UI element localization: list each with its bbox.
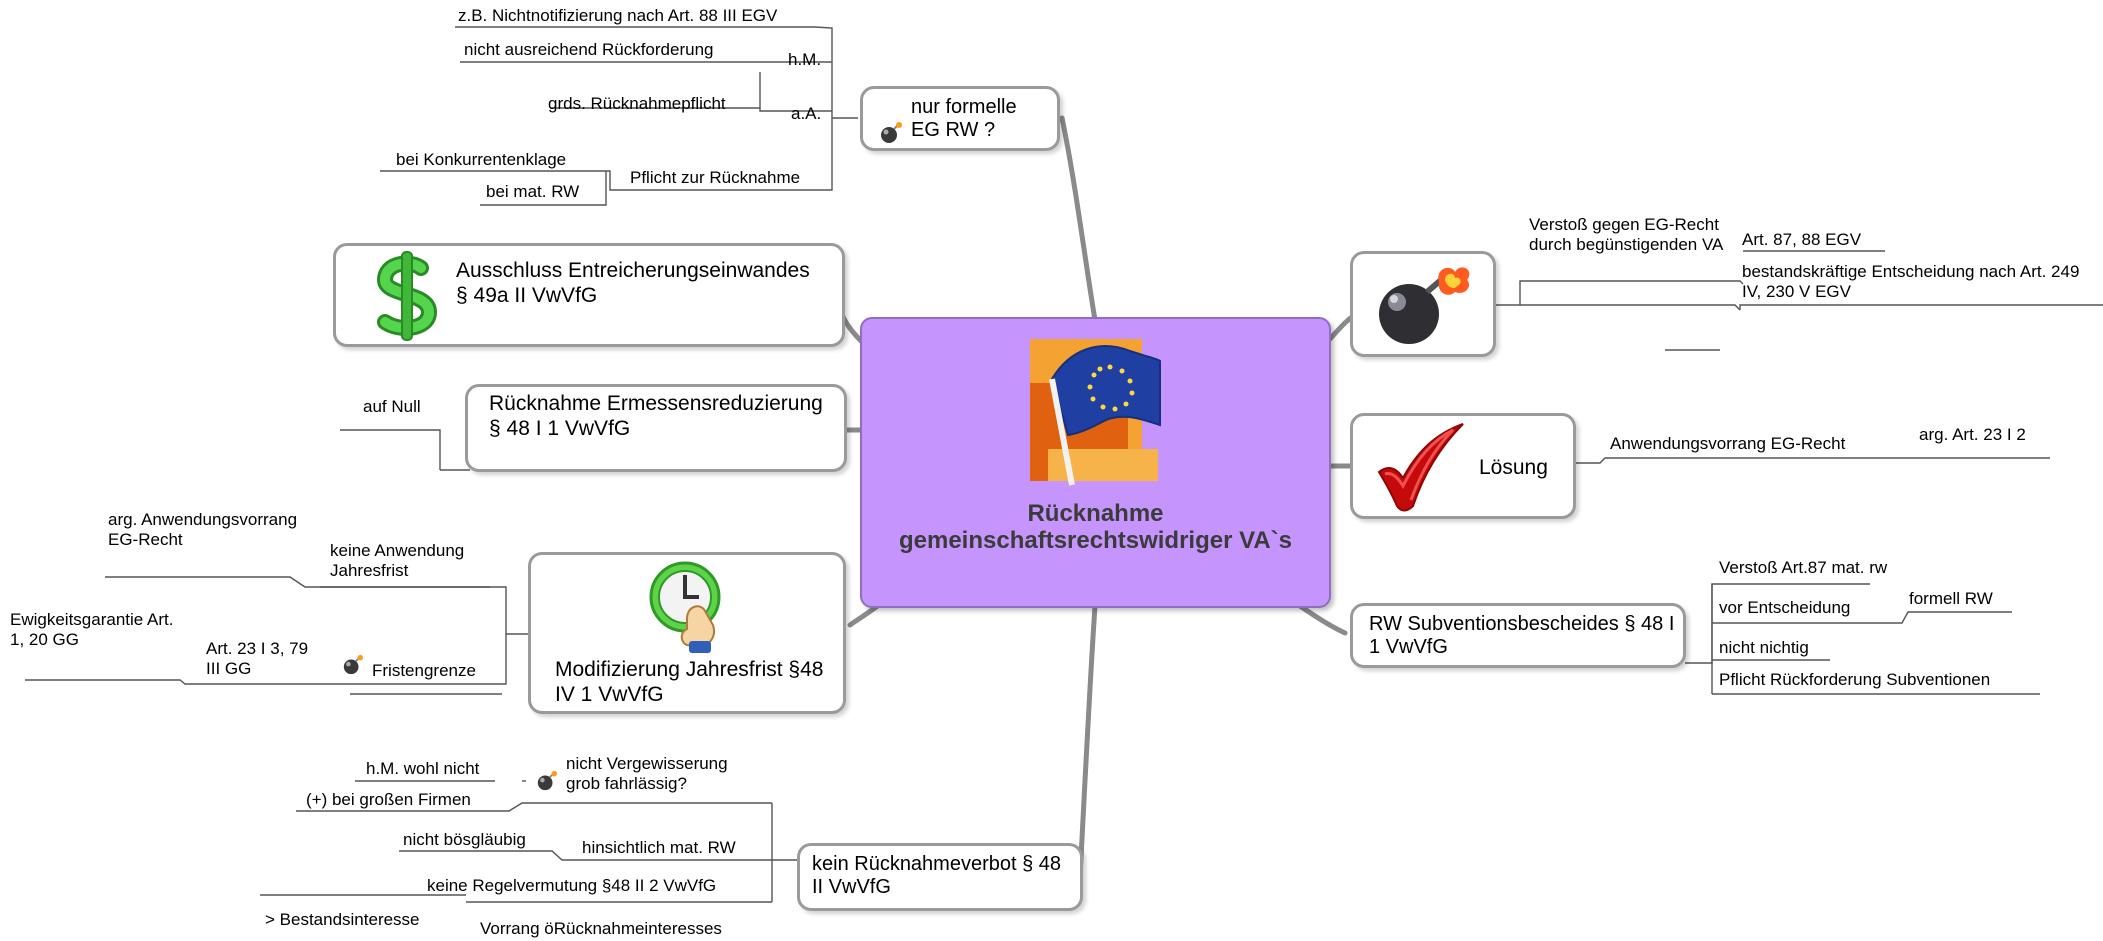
subtopic-mat-rw[interactable]: bei mat. RW bbox=[486, 182, 580, 201]
subtopic-nicht-nichtig[interactable]: nicht nichtig bbox=[1719, 638, 1809, 657]
topic-jahresfrist[interactable]: Modifizierung Jahresfrist §48 IV 1 VwVfG bbox=[528, 552, 846, 714]
topic-verbot-label: kein Rücknahmeverbot § 48 II VwVfG bbox=[812, 853, 1062, 898]
topic-ruecknahme-ermessen[interactable]: Rücknahme Ermessensreduzierung § 48 I 1 … bbox=[465, 384, 847, 472]
checkmark-icon bbox=[1377, 423, 1464, 512]
topic-ruecknahmeverbot[interactable]: kein Rücknahmeverbot § 48 II VwVfG bbox=[797, 843, 1083, 911]
subtopic-hm-wohl-nicht[interactable]: h.M. wohl nicht bbox=[366, 759, 480, 778]
subtopic-verstoss-art87[interactable]: Verstoß Art.87 mat. rw bbox=[1719, 558, 1888, 577]
subtopic-grosse-firmen[interactable]: (+) bei großen Firmen bbox=[306, 790, 471, 809]
topic-jahresfrist-label: Modifizierung Jahresfrist §48 IV 1 VwVfG bbox=[555, 658, 824, 706]
central-topic[interactable]: Rücknahme gemeinschaftsrechtswidriger VA… bbox=[860, 317, 1331, 608]
small-bomb-icon bbox=[537, 770, 558, 791]
subtopic-nicht-ausreichend[interactable]: nicht ausreichend Rückforderung bbox=[464, 40, 714, 59]
subtopic-regelvermutung[interactable]: keine Regelvermutung §48 II 2 VwVfG bbox=[427, 876, 717, 895]
subtopic-arg-anwendungsvorrang[interactable]: arg. Anwendungsvorrang EG-Recht bbox=[108, 510, 298, 549]
subtopic-bestandsinteresse[interactable]: > Bestandsinteresse bbox=[265, 910, 420, 929]
topic-loesung-label: Lösung bbox=[1479, 456, 1548, 479]
subtopic-grds-ruecknahmepflicht[interactable]: grds. Rücknahmepflicht bbox=[548, 94, 726, 113]
topic-verstoss[interactable] bbox=[1350, 251, 1496, 357]
small-bomb-icon bbox=[343, 654, 364, 675]
topic-loesung[interactable]: Lösung bbox=[1350, 413, 1576, 519]
topic-subvention-label: RW Subventionsbescheides § 48 I 1 VwVfG bbox=[1369, 613, 1675, 658]
topic-ausschluss[interactable]: Ausschluss Entreicherungseinwandes § 49a… bbox=[333, 243, 845, 347]
subtopic-keine-anwendung[interactable]: keine Anwendung Jahresfrist bbox=[330, 541, 465, 580]
topic-nur-formelle[interactable]: nur formelle EG RW ? bbox=[860, 86, 1060, 151]
subtopic-verstoss-gegen[interactable]: Verstoß gegen EG-Recht durch begünstigen… bbox=[1529, 215, 1724, 254]
subtopic-ewigkeitsgarantie[interactable]: Ewigkeitsgarantie Art. 1, 20 GG bbox=[10, 610, 174, 649]
clock-hand-icon bbox=[649, 561, 721, 653]
subtopic-anwendungsvorrang[interactable]: Anwendungsvorrang EG-Recht bbox=[1610, 434, 1846, 453]
central-topic-title: Rücknahme gemeinschaftsrechtswidriger VA… bbox=[898, 500, 1292, 554]
topic-rw-subvention[interactable]: RW Subventionsbescheides § 48 I 1 VwVfG bbox=[1350, 603, 1686, 668]
subtopic-art-23-i-2[interactable]: arg. Art. 23 I 2 bbox=[1919, 425, 2026, 444]
subtopic-vor-entscheidung[interactable]: vor Entscheidung bbox=[1719, 598, 1851, 617]
dollar-icon bbox=[376, 251, 438, 341]
subtopic-bestandskraeftig[interactable]: bestandskräftige Entscheidung nach Art. … bbox=[1742, 262, 2080, 301]
topic-ausschluss-label: Ausschluss Entreicherungseinwandes § 49a… bbox=[456, 259, 810, 307]
subtopic-fristengrenze[interactable]: Fristengrenze bbox=[372, 661, 476, 680]
subtopic-konkurrentenklage[interactable]: bei Konkurrentenklage bbox=[396, 150, 567, 169]
subtopic-aa[interactable]: a.A. bbox=[791, 104, 822, 123]
eu-flag-icon bbox=[1030, 339, 1161, 486]
subtopic-art-87-88[interactable]: Art. 87, 88 EGV bbox=[1742, 230, 1862, 249]
topic-nur-formelle-label: nur formelle EG RW ? bbox=[911, 96, 1017, 141]
subtopic-pflicht-rueckforderung[interactable]: Pflicht Rückforderung Subventionen bbox=[1719, 670, 1991, 689]
small-bomb-icon bbox=[881, 122, 902, 143]
topic-ruecknahme-label: Rücknahme Ermessensreduzierung § 48 I 1 … bbox=[489, 392, 823, 440]
bomb-icon bbox=[1379, 267, 1470, 344]
subtopic-art-23[interactable]: Art. 23 I 3, 79 III GG bbox=[206, 639, 309, 678]
subtopic-hinsichtlich[interactable]: hinsichtlich mat. RW bbox=[582, 838, 736, 857]
subtopic-vorrang[interactable]: Vorrang öRücknahmeinteresses bbox=[480, 919, 722, 938]
subtopic-auf-null[interactable]: auf Null bbox=[363, 397, 421, 416]
subtopic-nichtnotifizierung[interactable]: z.B. Nichtnotifizierung nach Art. 88 III… bbox=[458, 6, 778, 25]
subtopic-formell-rw[interactable]: formell RW bbox=[1909, 589, 1993, 608]
subtopic-boesglaeubig[interactable]: nicht bösgläubig bbox=[403, 830, 526, 849]
subtopic-pflicht-ruecknahme[interactable]: Pflicht zur Rücknahme bbox=[630, 168, 801, 187]
subtopic-vergewisserung[interactable]: nicht Vergewisserung grob fahrlässig? bbox=[566, 754, 728, 793]
subtopic-hm[interactable]: h.M. bbox=[788, 50, 822, 69]
